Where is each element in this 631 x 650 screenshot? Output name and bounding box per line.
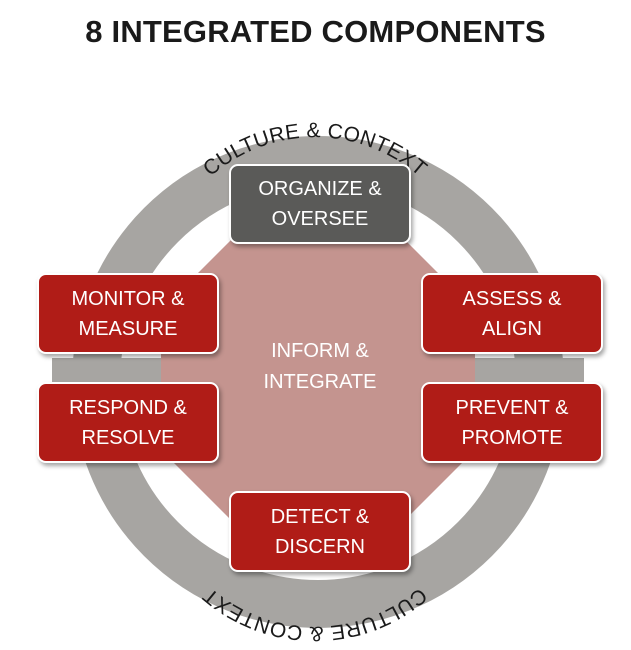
center-octagon (161, 228, 475, 532)
component-label-line1: MONITOR & (71, 287, 185, 310)
diagram-title: 8 INTEGRATED COMPONENTS (85, 14, 546, 49)
center-label-line2: INTEGRATE (263, 371, 377, 393)
component-label-line2: RESOLVE (81, 426, 175, 449)
center-label-line1: INFORM & (271, 340, 369, 362)
component-prevent-promote: PREVENT & PROMOTE (421, 382, 603, 463)
component-assess-align: ASSESS & ALIGN (421, 273, 603, 354)
component-detect-discern: DETECT & DISCERN (229, 491, 411, 572)
component-label-line1: RESPOND & (69, 396, 187, 419)
component-label-line2: PROMOTE (461, 426, 563, 449)
component-label-line1: DETECT & (270, 505, 370, 528)
component-label-line1: ASSESS & (462, 287, 562, 310)
component-label-line2: MEASURE (78, 317, 178, 340)
component-label-line2: ALIGN (481, 317, 543, 340)
center-label: INFORM & INTEGRATE (220, 336, 420, 398)
component-organize-oversee: ORGANIZE & OVERSEE (229, 164, 411, 244)
component-respond-resolve: RESPOND & RESOLVE (37, 382, 219, 463)
component-label-line2: DISCERN (274, 535, 365, 558)
component-label-line1: PREVENT & (455, 396, 569, 419)
component-monitor-measure: MONITOR & MEASURE (37, 273, 219, 354)
component-label-line2: OVERSEE (271, 208, 369, 230)
component-label-line1: ORGANIZE & (258, 178, 382, 200)
